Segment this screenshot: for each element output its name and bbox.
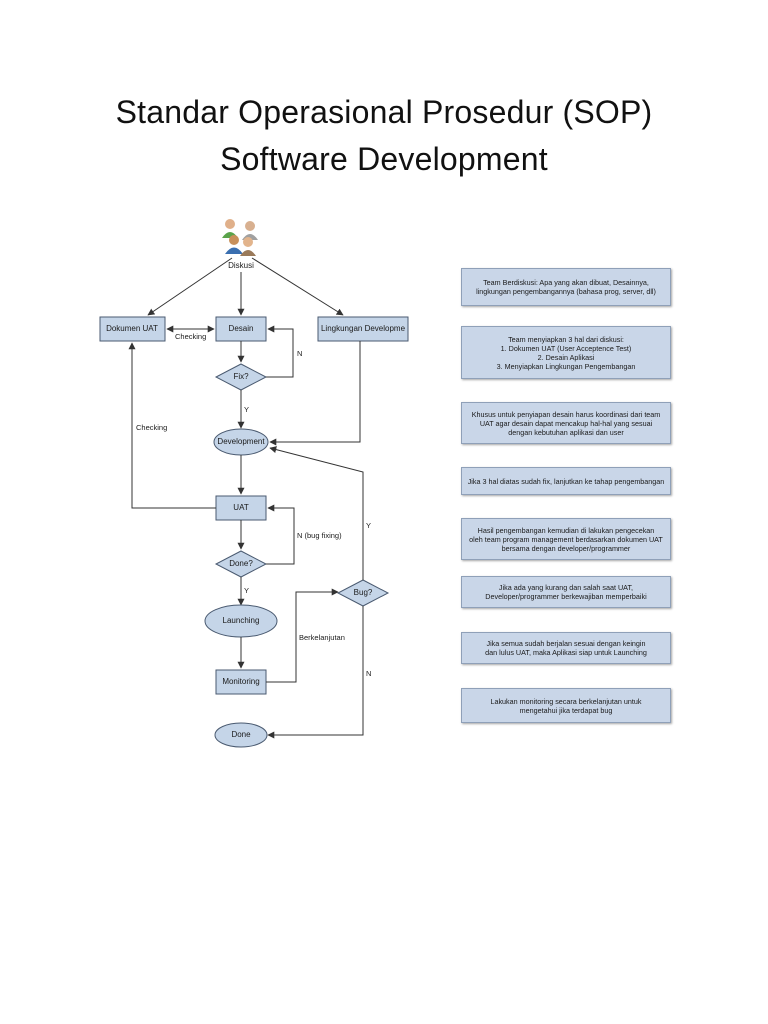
bug-label: Bug? xyxy=(354,588,373,597)
uat-node xyxy=(215,495,267,521)
edge-done-no xyxy=(266,504,295,565)
note-2: Team menyiapkan 3 hal dari diskusi: 1. D… xyxy=(461,326,671,379)
edge-fix-no xyxy=(266,325,294,378)
uat-no-label: N (bug fixing) xyxy=(297,531,342,540)
fix-yes-label: Y xyxy=(244,405,249,414)
edge-bug-no xyxy=(267,606,364,739)
note-6: Jika ada yang kurang dan salah saat UAT,… xyxy=(461,576,671,608)
page-subtitle: Software Development xyxy=(220,141,548,177)
edge-checking-side xyxy=(128,342,216,509)
lingkungan-label: Lingkungan Developme xyxy=(321,324,406,333)
uat-label: UAT xyxy=(233,503,249,512)
note-4: Jika 3 hal diatas sudah fix, lanjutkan k… xyxy=(461,467,671,495)
note-7: Jika semua sudah berjalan sesuai dengan … xyxy=(461,632,671,664)
dokumen-uat-node xyxy=(99,316,166,342)
monitoring-node xyxy=(215,669,267,695)
fix-label: Fix? xyxy=(233,372,249,381)
done-q-label: Done? xyxy=(229,559,253,568)
note-8: Lakukan monitoring secara berkelanjutan … xyxy=(461,688,671,723)
note-1: Team Berdiskusi: Apa yang akan dibuat, D… xyxy=(461,268,671,306)
development-label: Development xyxy=(217,437,265,446)
edge-lingkungan-development xyxy=(269,341,361,446)
checking-side-label: Checking xyxy=(136,423,167,432)
done-node xyxy=(214,722,268,748)
edge-monitoring-bug xyxy=(266,588,339,683)
fix-no-label: N xyxy=(297,349,302,358)
done-label: Done xyxy=(231,730,251,739)
checking-top-label: Checking xyxy=(175,332,206,341)
note-5: Hasil pengembangan kemudian di lakukan p… xyxy=(461,518,671,560)
bug-no-label: N xyxy=(366,669,371,678)
desain-node xyxy=(215,316,267,342)
people-group-icon xyxy=(222,219,258,256)
lingkungan-node xyxy=(317,316,409,342)
diskusi-label: Diskusi xyxy=(228,261,254,270)
bug-yes-label: Y xyxy=(366,521,371,530)
dokumen-uat-label: Dokumen UAT xyxy=(106,324,158,333)
edge-diskusi-lingkungan xyxy=(251,257,344,316)
page-title: Standar Operasional Prosedur (SOP) xyxy=(115,94,653,130)
desain-label: Desain xyxy=(229,324,254,333)
monitoring-label: Monitoring xyxy=(222,677,259,686)
launching-label: Launching xyxy=(223,616,260,625)
done-yes-label: Y xyxy=(244,586,249,595)
berkelanjutan-label: Berkelanjutan xyxy=(299,633,345,642)
edge-bug-yes xyxy=(269,446,364,580)
edge-diskusi-dokumen xyxy=(147,257,233,316)
note-3: Khusus untuk penyiapan desain harus koor… xyxy=(461,402,671,444)
